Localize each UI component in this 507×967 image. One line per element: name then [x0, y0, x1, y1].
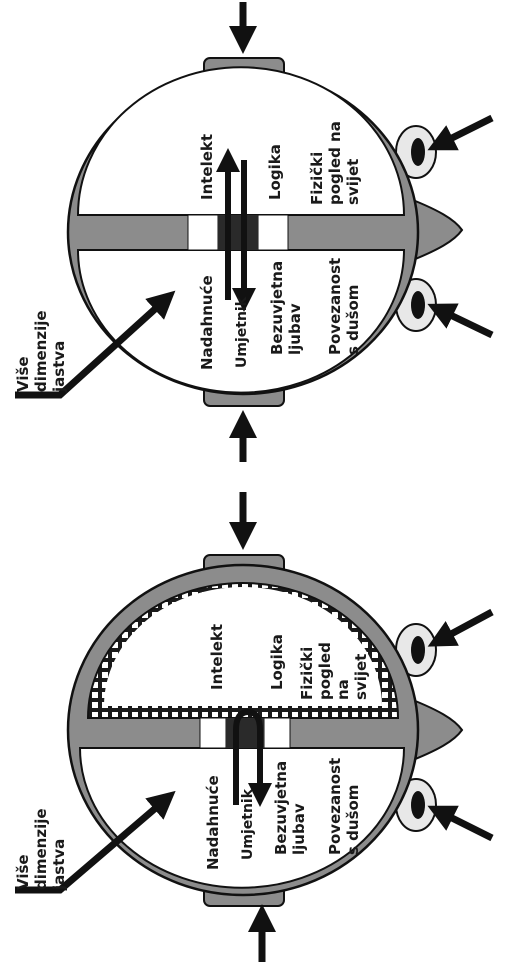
- pupil-icon: [411, 636, 425, 664]
- label-ljubav: ljubav: [290, 803, 308, 855]
- pupil-icon: [411, 138, 425, 166]
- label-s-dusom: s dušom: [344, 285, 362, 355]
- label-s-dusom: s dušom: [344, 785, 362, 855]
- label-svijet: svijet: [344, 159, 362, 205]
- label-povezanost: Povezanost: [326, 258, 344, 355]
- label-povezanost: Povezanost: [326, 758, 344, 855]
- label-bezuvjetna: Bezuvjetna: [268, 261, 286, 355]
- arrow-icon: [440, 310, 492, 335]
- label-umjetnik: Umjetnik: [240, 788, 256, 860]
- callout-line-2: dimenzije: [32, 310, 50, 392]
- connection-gap: [188, 215, 218, 250]
- label-umjetnik: Umjetnik: [234, 296, 250, 368]
- callout-line-1: Više: [14, 356, 32, 392]
- arrow-icon: [440, 812, 492, 838]
- label-logika: Logika: [266, 144, 284, 200]
- pupil-icon: [411, 791, 425, 819]
- label-na: na: [334, 679, 352, 700]
- label-nadahnuce: Nadahnuće: [204, 775, 222, 870]
- label-svijet: svijet: [352, 654, 370, 700]
- head-diagram-top: Intelekt Logika Fizički pogled na svijet…: [14, 2, 492, 462]
- label-bezuvjetna: Bezuvjetna: [272, 761, 290, 855]
- callout-line-3: jastva: [50, 839, 68, 891]
- label-fizicki: Fizički: [308, 152, 326, 205]
- connection-gap: [200, 718, 226, 748]
- callout-line-2: dimenzije: [32, 808, 50, 890]
- label-pogled-na: pogled na: [326, 121, 344, 205]
- head-diagram-bottom: Intelekt Logika Fizički pogled na svijet…: [14, 492, 492, 962]
- arrow-icon: [440, 118, 492, 144]
- pupil-icon: [411, 291, 425, 319]
- label-intelekt: Intelekt: [208, 624, 226, 690]
- arrow-icon: [440, 612, 492, 640]
- label-nadahnuce: Nadahnuće: [198, 275, 216, 370]
- callout-line-1: Više: [14, 854, 32, 890]
- callout-line-3: jastva: [50, 341, 68, 393]
- label-fizicki: Fizički: [298, 647, 316, 700]
- label-ljubav: ljubav: [286, 303, 304, 355]
- label-logika: Logika: [268, 634, 286, 690]
- connection-gap: [264, 718, 290, 748]
- connection-gap: [258, 215, 288, 250]
- label-pogled: pogled: [316, 642, 334, 700]
- bridge-block: [218, 215, 258, 250]
- label-intelekt: Intelekt: [198, 134, 216, 200]
